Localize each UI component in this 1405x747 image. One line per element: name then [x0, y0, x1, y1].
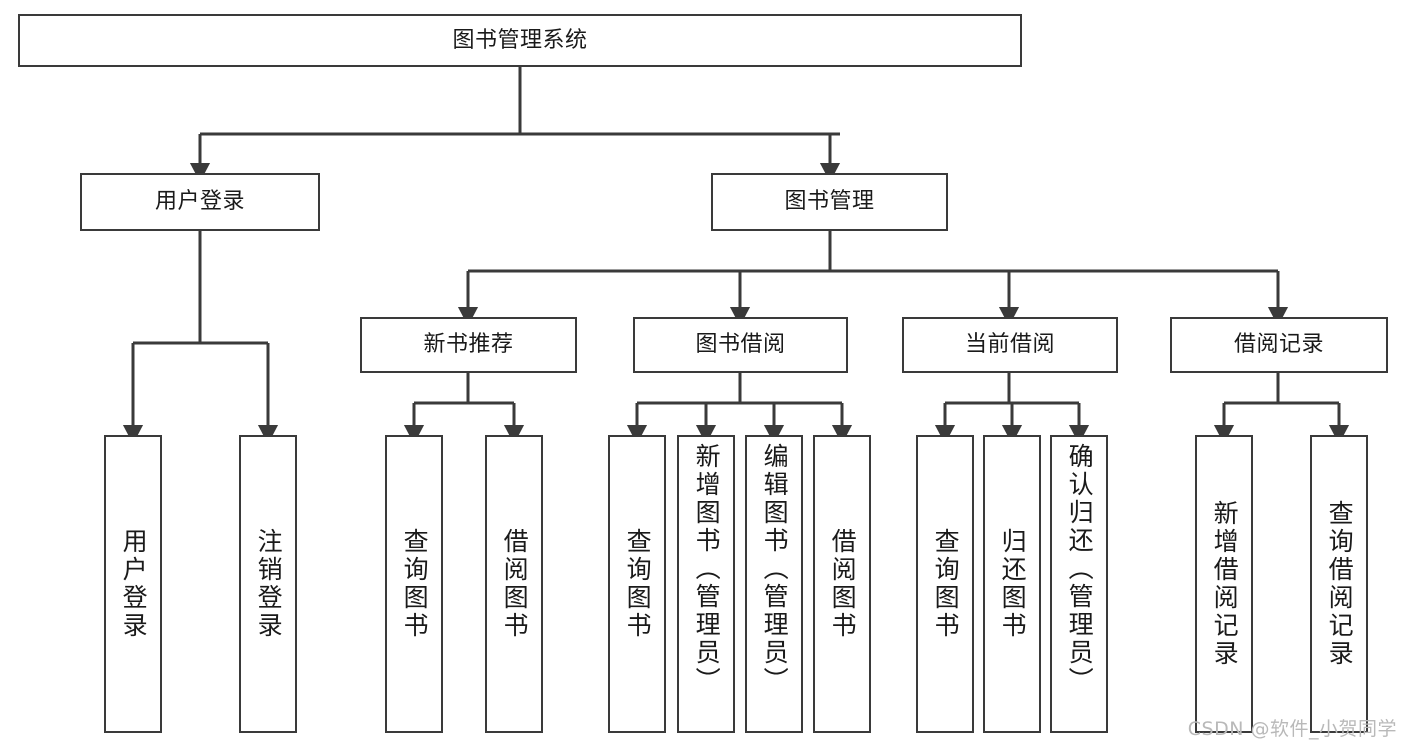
- node-label: 用户登录: [119, 528, 149, 640]
- node-label: 图书管理: [784, 189, 875, 215]
- leaf-query-book-borrow[interactable]: 查询图书: [608, 435, 666, 733]
- leaf-confirm-return-admin[interactable]: 确认归还（管理员）: [1050, 435, 1108, 733]
- leaf-add-book-admin[interactable]: 新增图书（管理员）: [677, 435, 735, 733]
- leaf-query-book-recommend[interactable]: 查询图书: [385, 435, 443, 733]
- node-new-book-recommend[interactable]: 新书推荐: [360, 317, 577, 373]
- leaf-add-borrow-record[interactable]: 新增借阅记录: [1195, 435, 1253, 733]
- leaf-logout-login[interactable]: 注销登录: [239, 435, 297, 733]
- node-label: 新书推荐: [423, 332, 514, 358]
- leaf-query-book-current[interactable]: 查询图书: [916, 435, 974, 733]
- node-user-login[interactable]: 用户登录: [80, 173, 320, 231]
- node-label: 用户登录: [154, 189, 245, 215]
- node-label: 借阅图书: [500, 528, 530, 640]
- leaf-borrow-book-borrow[interactable]: 借阅图书: [813, 435, 871, 733]
- node-label: 查询图书: [623, 528, 653, 640]
- node-label: 查询图书: [400, 528, 430, 640]
- csdn-watermark: CSDN @软件_小贺同学: [1187, 718, 1397, 740]
- node-label: 编辑图书（管理员）: [760, 443, 790, 695]
- node-label: 借阅记录: [1233, 332, 1324, 358]
- node-current-borrow[interactable]: 当前借阅: [902, 317, 1118, 373]
- node-label: 查询图书: [931, 528, 961, 640]
- node-borrow-record[interactable]: 借阅记录: [1170, 317, 1388, 373]
- node-root-book-management-system[interactable]: 图书管理系统: [18, 14, 1022, 67]
- node-label: 当前借阅: [964, 332, 1055, 358]
- node-label: 查询借阅记录: [1325, 500, 1355, 668]
- node-label: 新增借阅记录: [1210, 500, 1240, 668]
- node-label: 图书借阅: [695, 332, 786, 358]
- node-label: 借阅图书: [828, 528, 858, 640]
- node-book-borrow[interactable]: 图书借阅: [633, 317, 848, 373]
- leaf-user-login[interactable]: 用户登录: [104, 435, 162, 733]
- node-label: 归还图书: [998, 528, 1028, 640]
- leaf-edit-book-admin[interactable]: 编辑图书（管理员）: [745, 435, 803, 733]
- node-label: 注销登录: [254, 528, 284, 640]
- node-label: 图书管理系统: [452, 27, 588, 53]
- leaf-borrow-book-recommend[interactable]: 借阅图书: [485, 435, 543, 733]
- node-label: 确认归还（管理员）: [1065, 443, 1095, 695]
- leaf-query-borrow-record[interactable]: 查询借阅记录: [1310, 435, 1368, 733]
- node-label: 新增图书（管理员）: [692, 443, 722, 695]
- leaf-return-book[interactable]: 归还图书: [983, 435, 1041, 733]
- node-book-manage[interactable]: 图书管理: [711, 173, 948, 231]
